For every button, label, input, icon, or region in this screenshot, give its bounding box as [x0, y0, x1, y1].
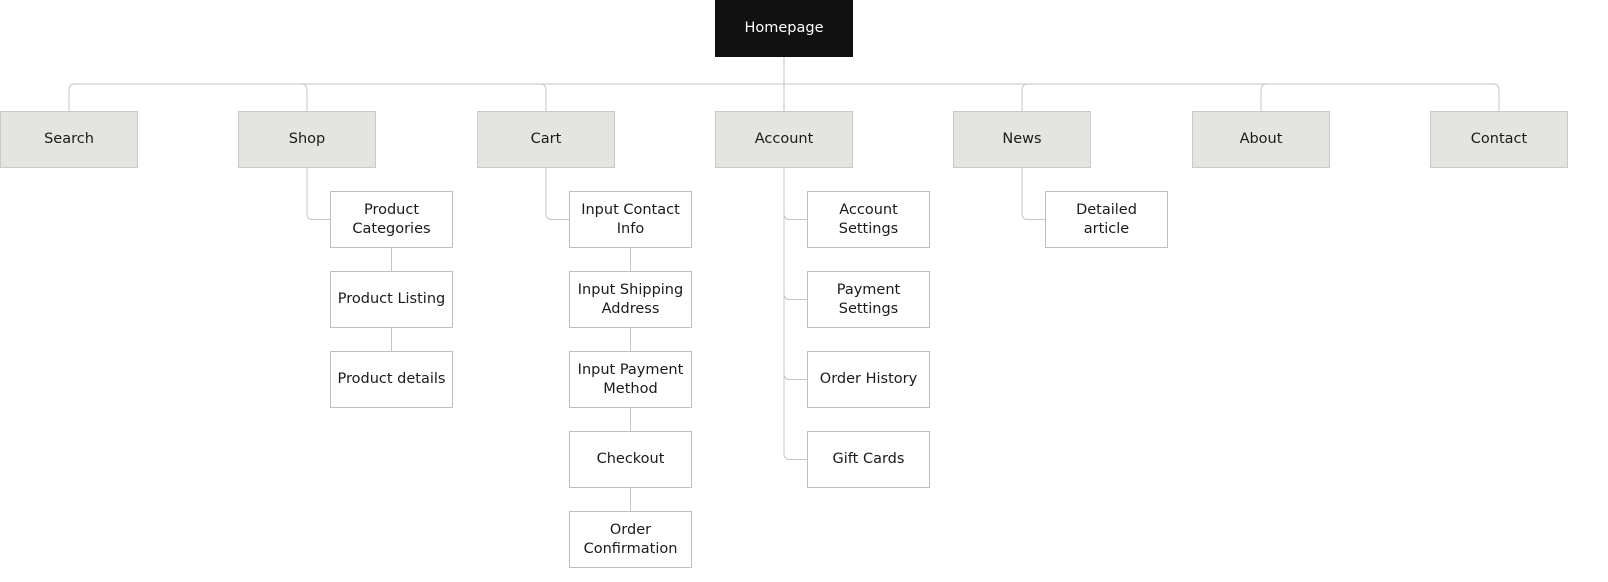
node-account[interactable]: Account [715, 111, 853, 168]
node-input-contact-info[interactable]: Input Contact Info [569, 191, 692, 248]
node-order-confirmation[interactable]: Order Confirmation [569, 511, 692, 568]
connector-drop [1021, 83, 1029, 111]
node-cart[interactable]: Cart [477, 111, 615, 168]
node-checkout[interactable]: Checkout [569, 431, 692, 488]
node-payment-settings[interactable]: Payment Settings [807, 271, 930, 328]
node-contact[interactable]: Contact [1430, 111, 1568, 168]
node-search[interactable]: Search [0, 111, 138, 168]
node-order-history[interactable]: Order History [807, 351, 930, 408]
connector-shop-children [306, 168, 330, 220]
connector-drop [300, 83, 308, 111]
connector-drop [1260, 83, 1268, 111]
connector-account-branch [783, 213, 807, 220]
node-about[interactable]: About [1192, 111, 1330, 168]
node-news[interactable]: News [953, 111, 1091, 168]
node-product-categories[interactable]: Product Categories [330, 191, 453, 248]
connector-news-children [1021, 168, 1045, 220]
node-detailed-article[interactable]: Detailed article [1045, 191, 1168, 248]
connector-cart-children [545, 168, 569, 220]
node-input-payment-method[interactable]: Input Payment Method [569, 351, 692, 408]
connector-account-branch [783, 293, 807, 300]
node-product-listing[interactable]: Product Listing [330, 271, 453, 328]
node-shop[interactable]: Shop [238, 111, 376, 168]
connector-account-branch [783, 373, 807, 380]
node-product-details[interactable]: Product details [330, 351, 453, 408]
connector-account-children [783, 168, 807, 460]
node-homepage[interactable]: Homepage [715, 0, 853, 57]
node-account-settings[interactable]: Account Settings [807, 191, 930, 248]
connector-drop [539, 83, 547, 111]
node-input-shipping-address[interactable]: Input Shipping Address [569, 271, 692, 328]
node-gift-cards[interactable]: Gift Cards [807, 431, 930, 488]
